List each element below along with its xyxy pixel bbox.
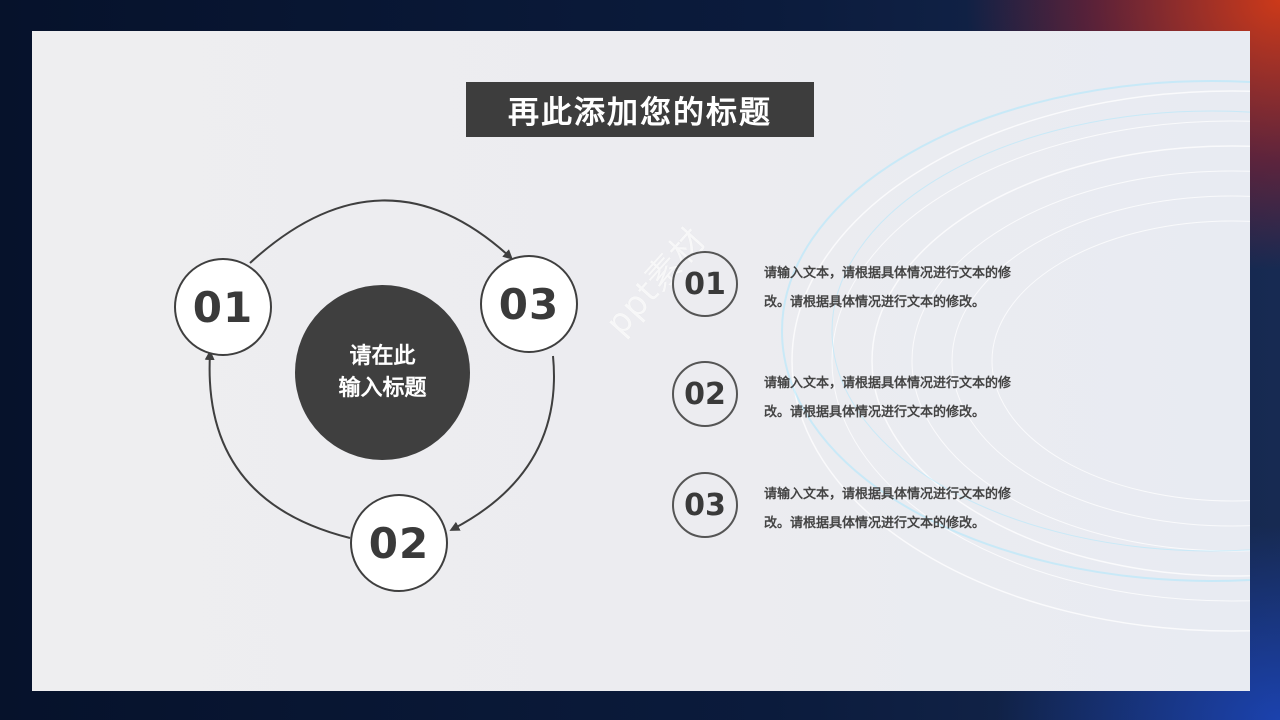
center-title-disc[interactable]: 请在此 输入标题 <box>295 285 470 460</box>
arrow-02-to-01 <box>204 350 351 539</box>
list-description[interactable]: 请输入文本，请根据具体情况进行文本的修 改。请根据具体情况进行文本的修改。 <box>764 266 1012 310</box>
arrow-01-to-03 <box>249 199 513 264</box>
slide-card: ppt素材 再此添加您的标题 01 03 02 请在此 输入标题 01 请输入文… <box>32 31 1250 691</box>
list-badge: 01 <box>672 251 738 317</box>
list-item: 01 请输入文本，请根据具体情况进行文本的修 改。请根据具体情况进行文本的修改。 <box>672 251 1092 321</box>
cycle-node-02[interactable]: 02 <box>350 494 448 592</box>
list-description[interactable]: 请输入文本，请根据具体情况进行文本的修 改。请根据具体情况进行文本的修改。 <box>764 376 1012 420</box>
center-title-line2: 输入标题 <box>338 375 427 401</box>
cycle-arrows <box>204 199 555 539</box>
arrow-03-to-02 <box>449 355 555 531</box>
cycle-node-03[interactable]: 03 <box>480 255 578 353</box>
slide-title[interactable]: 再此添加您的标题 <box>466 82 814 137</box>
center-title-line1: 请在此 <box>349 343 416 369</box>
list-badge: 03 <box>672 472 738 538</box>
list-item: 02 请输入文本，请根据具体情况进行文本的修 改。请根据具体情况进行文本的修改。 <box>672 361 1092 431</box>
list-badge: 02 <box>672 361 738 427</box>
cycle-node-01[interactable]: 01 <box>174 258 272 356</box>
list-description[interactable]: 请输入文本，请根据具体情况进行文本的修 改。请根据具体情况进行文本的修改。 <box>764 487 1012 531</box>
list-item: 03 请输入文本，请根据具体情况进行文本的修 改。请根据具体情况进行文本的修改。 <box>672 472 1092 542</box>
decorative-arcs <box>781 80 1250 632</box>
